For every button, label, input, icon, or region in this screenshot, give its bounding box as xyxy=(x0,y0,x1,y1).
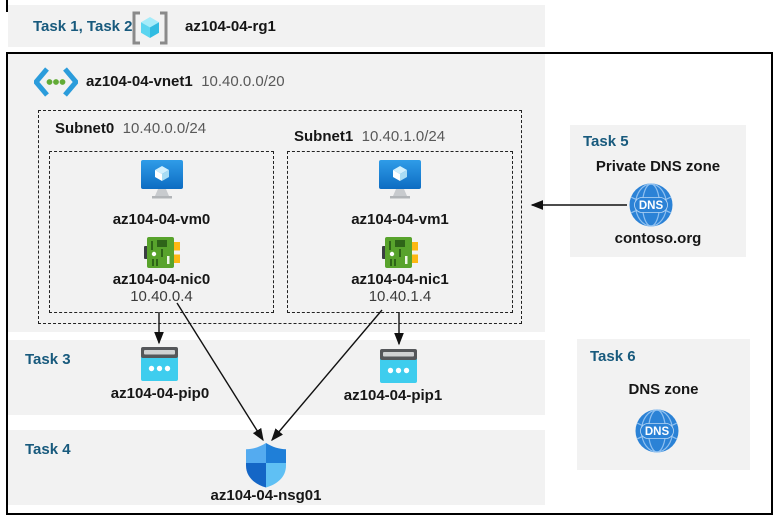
nsg-name: az104-04-nsg01 xyxy=(210,487,322,504)
subnet0-name: Subnet0 xyxy=(55,120,115,137)
subnet1-cidr: 10.40.1.0/24 xyxy=(361,128,446,145)
pip1-name: az104-04-pip1 xyxy=(343,387,443,404)
subnet0-cidr: 10.40.0.0/24 xyxy=(122,120,207,137)
nic1-ip: 10.40.1.4 xyxy=(368,288,432,305)
vnet-title: az104-04-vnet1 10.40.0.0/20 xyxy=(86,73,285,91)
vm0-icon xyxy=(141,160,183,199)
private-dns-icon: DNS xyxy=(629,183,673,227)
vm1-name: az104-04-vm1 xyxy=(351,211,449,228)
resource-group-icon xyxy=(132,11,168,45)
vnet-cidr: 10.40.0.0/20 xyxy=(201,73,285,90)
subnet0-box: az104-04-vm0 az104-04-nic0 10.40.0.4 xyxy=(49,151,274,313)
dns-zone-title: DNS zone xyxy=(628,381,699,398)
nic0-icon xyxy=(144,237,180,268)
nic0-ip: 10.40.0.4 xyxy=(130,288,193,305)
private-dns-zone-name: contoso.org xyxy=(614,230,702,247)
nsg-shield-icon xyxy=(246,443,286,488)
task3-label: Task 3 xyxy=(25,351,71,368)
vnet-name: az104-04-vnet1 xyxy=(86,73,193,90)
task3-band: Task 3 az104-04-pip0 az104-04-pip1 xyxy=(8,340,545,415)
subnet1-name: Subnet1 xyxy=(294,128,354,145)
frame-stub-line xyxy=(6,0,8,12)
nic0-name: az104-04-nic0 xyxy=(112,271,211,288)
subnet1-box: az104-04-vm1 az104-04-nic1 10.40.1.4 xyxy=(287,151,513,313)
pip0-name: az104-04-pip0 xyxy=(110,385,210,402)
resource-group-name: az104-04-rg1 xyxy=(185,18,276,35)
vm0-name: az104-04-vm0 xyxy=(112,211,211,228)
dns-zone-badge-text: DNS xyxy=(645,426,670,438)
private-dns-badge-text: DNS xyxy=(639,200,664,212)
subnet0-label: Subnet0 10.40.0.0/24 xyxy=(55,120,206,138)
pip1-icon xyxy=(380,349,417,383)
subnet1-label: Subnet1 10.40.1.0/24 xyxy=(294,128,445,146)
task-1-2-label: Task 1, Task 2 xyxy=(33,18,133,35)
vm1-icon xyxy=(379,160,421,199)
task4-band: Task 4 az104-04-nsg01 xyxy=(8,430,545,505)
vnet-box: az104-04-vnet1 10.40.0.0/20 Subnet0 10.4… xyxy=(8,54,545,332)
task5-box: Task 5 Private DNS zone DNS contoso.org xyxy=(570,125,746,257)
nic1-name: az104-04-nic1 xyxy=(351,271,449,288)
nic1-icon xyxy=(382,237,418,268)
resource-group-band: Task 1, Task 2 az104-04-rg1 xyxy=(8,5,545,47)
virtual-network-icon xyxy=(34,67,78,97)
task6-label: Task 6 xyxy=(590,348,636,365)
subnets-dashed-box: Subnet0 10.40.0.0/24 Subnet1 10.40.1.0/2… xyxy=(38,110,522,324)
diagram-frame xyxy=(6,52,773,515)
task6-box: Task 6 DNS zone DNS xyxy=(577,339,750,470)
dns-zone-icon: DNS xyxy=(635,409,679,453)
task5-label: Task 5 xyxy=(583,133,629,150)
pip0-icon xyxy=(141,347,178,381)
task4-label: Task 4 xyxy=(25,441,71,458)
private-dns-zone-title: Private DNS zone xyxy=(595,158,721,175)
